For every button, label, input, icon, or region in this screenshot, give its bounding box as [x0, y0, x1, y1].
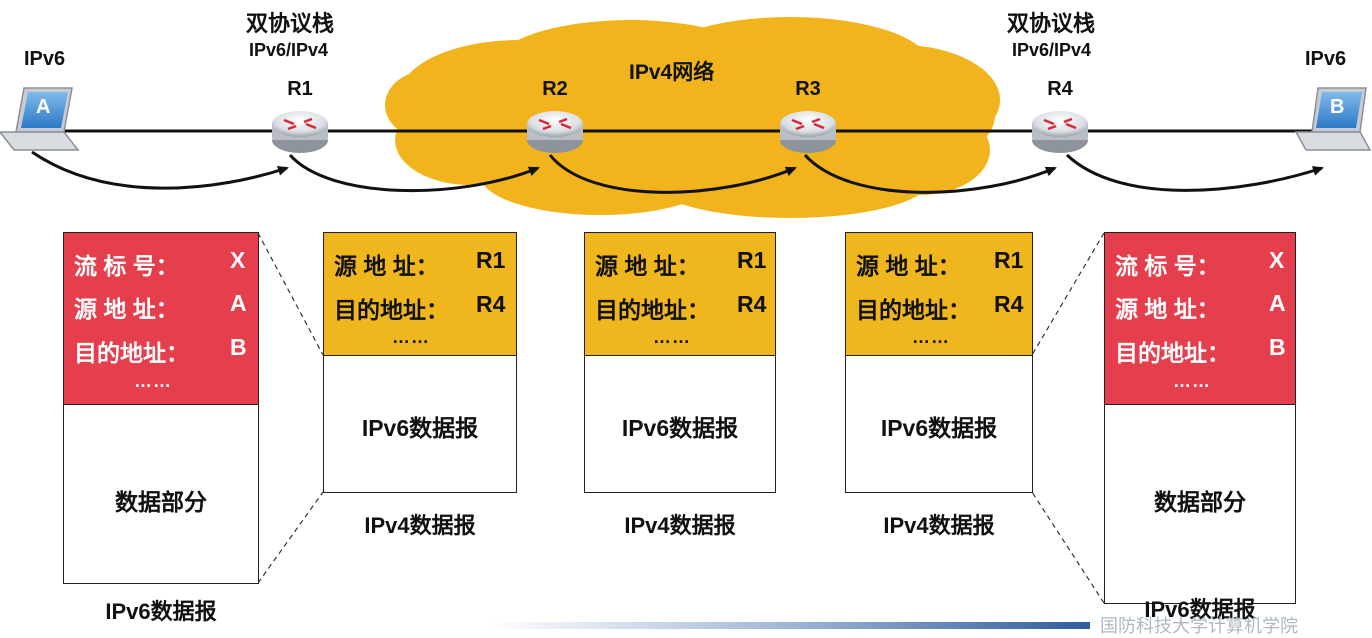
ipv4-packet-1: 源 地 址： R1 目的地址： R4 …… IPv6数据报 — [323, 232, 517, 493]
dst-addr-value: B — [1269, 334, 1286, 360]
ipv4-packet-2: 源 地 址： R1 目的地址： R4 …… IPv6数据报 — [584, 232, 776, 493]
footer-bar — [490, 622, 1090, 629]
src-addr-value: A — [230, 290, 247, 316]
data-part: 数据部分 — [115, 489, 207, 515]
src-addr-value: R1 — [737, 247, 767, 273]
dst-addr-key: 目的地址： — [74, 340, 189, 366]
router-label-r4: R4 — [1047, 78, 1073, 100]
router-icon — [1032, 111, 1088, 153]
ipv6-caption-left: IPv6数据报 — [105, 599, 217, 624]
ipv4-caption-2: IPv4数据报 — [624, 513, 736, 538]
src-addr-key: 源 地 址： — [334, 253, 439, 279]
dst-addr-value: R4 — [737, 291, 767, 317]
arrow-a-r1 — [31, 150, 289, 190]
arrow-r1-r2 — [288, 154, 540, 193]
dst-addr-value: R4 — [994, 291, 1024, 317]
ipv4-header: 源 地 址： R1 目的地址： R4 …… — [846, 233, 1032, 355]
dst-addr-key: 目的地址： — [856, 297, 971, 323]
ipv6-caption-right: IPv6数据报 — [1144, 597, 1256, 622]
flow-label-value: X — [1269, 247, 1285, 273]
dst-addr-value: B — [230, 334, 247, 360]
router-icon — [780, 111, 836, 153]
footer-text: 国防科技大学计算机学院 — [1100, 616, 1298, 636]
stack-type-label-right: IPv6/IPv4 — [1012, 40, 1092, 60]
host-b-letter: B — [1330, 96, 1345, 118]
flow-arrows — [31, 150, 1324, 194]
arrow-r2-r3 — [548, 154, 797, 194]
header-ellipsis: …… — [392, 327, 430, 347]
arrow-r3-r4 — [803, 153, 1057, 194]
ipv4-network-label: IPv4网络 — [629, 61, 715, 84]
ipv4-caption-3: IPv4数据报 — [883, 513, 995, 538]
flow-label-key: 流 标 号： — [1115, 253, 1220, 279]
src-addr-key: 源 地 址： — [74, 296, 179, 322]
ipv4-packet-3: 源 地 址： R1 目的地址： R4 …… IPv6数据报 — [845, 232, 1033, 493]
ipv4-caption-1: IPv4数据报 — [364, 513, 476, 538]
ipv4-cloud — [385, 17, 1000, 218]
ipv4-header: 源 地 址： R1 目的地址： R4 …… — [324, 233, 516, 355]
router-icon — [527, 111, 583, 153]
dst-addr-value: R4 — [476, 291, 506, 317]
router-label-r1: R1 — [287, 78, 313, 100]
header-ellipsis: …… — [1173, 371, 1211, 391]
dst-addr-key: 目的地址： — [334, 297, 449, 323]
ipv6-datagram-body: IPv6数据报 — [361, 415, 479, 441]
src-addr-value: R1 — [476, 247, 506, 273]
header-ellipsis: …… — [134, 371, 172, 391]
router-label-r3: R3 — [795, 78, 821, 100]
header-ellipsis: …… — [653, 327, 691, 347]
dst-addr-key: 目的地址： — [595, 297, 710, 323]
laptop-icon — [0, 87, 80, 151]
host-a-letter: A — [36, 96, 51, 118]
ipv6-header: 流 标 号： X 源 地 址： A 目的地址： B …… — [1105, 233, 1295, 404]
host-left-label: IPv6 — [24, 48, 66, 70]
projection-lines — [257, 232, 1105, 604]
stack-type-label-left: IPv6/IPv4 — [249, 40, 329, 60]
ipv6-datagram-body: IPv6数据报 — [880, 415, 998, 441]
flow-label-key: 流 标 号： — [74, 253, 179, 279]
ipv6-header: 流 标 号： X 源 地 址： A 目的地址： B …… — [64, 233, 258, 404]
ipv6-packet-left: 流 标 号： X 源 地 址： A 目的地址： B …… 数据部分 — [63, 232, 259, 584]
dual-stack-label-right: 双协议栈 — [1007, 11, 1096, 36]
router-icon — [272, 111, 328, 153]
router-label-r2: R2 — [542, 78, 568, 100]
host-right-label: IPv6 — [1305, 48, 1347, 70]
src-addr-key: 源 地 址： — [856, 253, 961, 279]
dual-stack-label-left: 双协议栈 — [246, 11, 335, 36]
src-addr-key: 源 地 址： — [595, 253, 700, 279]
src-addr-value: A — [1269, 290, 1286, 316]
src-addr-value: R1 — [994, 247, 1024, 273]
ipv6-datagram-body: IPv6数据报 — [621, 415, 739, 441]
data-part: 数据部分 — [1154, 489, 1246, 515]
dst-addr-key: 目的地址： — [1115, 340, 1230, 366]
src-addr-key: 源 地 址： — [1115, 296, 1220, 322]
header-ellipsis: …… — [912, 327, 950, 347]
ipv6-packet-right: 流 标 号： X 源 地 址： A 目的地址： B …… 数据部分 — [1104, 232, 1296, 604]
flow-label-value: X — [230, 247, 246, 273]
arrow-r4-b — [1065, 153, 1324, 192]
ipv4-header: 源 地 址： R1 目的地址： R4 …… — [585, 233, 775, 355]
laptop-icon — [1294, 87, 1372, 151]
